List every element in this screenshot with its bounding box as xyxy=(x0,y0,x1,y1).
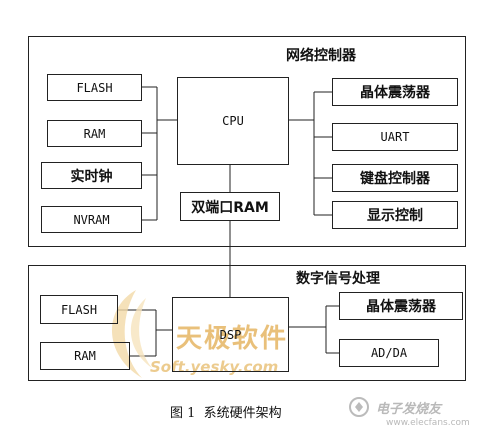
crystal-oscillator-box: 晶体震荡器 xyxy=(332,78,458,106)
nvram-box: NVRAM xyxy=(41,206,142,233)
network-controller-title: 网络控制器 xyxy=(286,48,356,64)
ram-box: RAM xyxy=(47,120,142,147)
dsp-crystal-oscillator-box: 晶体震荡器 xyxy=(339,292,463,320)
real-time-clock-box: 实时钟 xyxy=(41,162,142,189)
dual-port-ram-box: 双端口RAM xyxy=(180,192,280,221)
display-control-box: 显示控制 xyxy=(332,201,458,229)
flash-box: FLASH xyxy=(47,74,142,101)
dsp-box: DSP xyxy=(172,297,289,372)
elecfans-logo-icon xyxy=(348,396,370,418)
ad-da-box: AD/DA xyxy=(339,339,439,367)
cpu-box: CPU xyxy=(177,77,289,165)
dsp-ram-box: RAM xyxy=(40,342,130,370)
watermark-site-cn: 电子发烧友 xyxy=(376,402,442,417)
digital-signal-processing-group xyxy=(28,265,466,381)
watermark-site-url: www.elecfans.com xyxy=(386,418,470,428)
figure-caption: 图 1 系统硬件架构 xyxy=(170,406,282,421)
uart-box: UART xyxy=(332,123,458,151)
watermark-logo xyxy=(96,284,160,384)
digital-signal-processing-title: 数字信号处理 xyxy=(296,271,380,287)
network-controller-group xyxy=(28,36,466,247)
dsp-flash-box: FLASH xyxy=(40,295,118,324)
keyboard-controller-box: 键盘控制器 xyxy=(332,164,458,192)
watermark-brand-cn: 天极软件 xyxy=(176,324,289,354)
